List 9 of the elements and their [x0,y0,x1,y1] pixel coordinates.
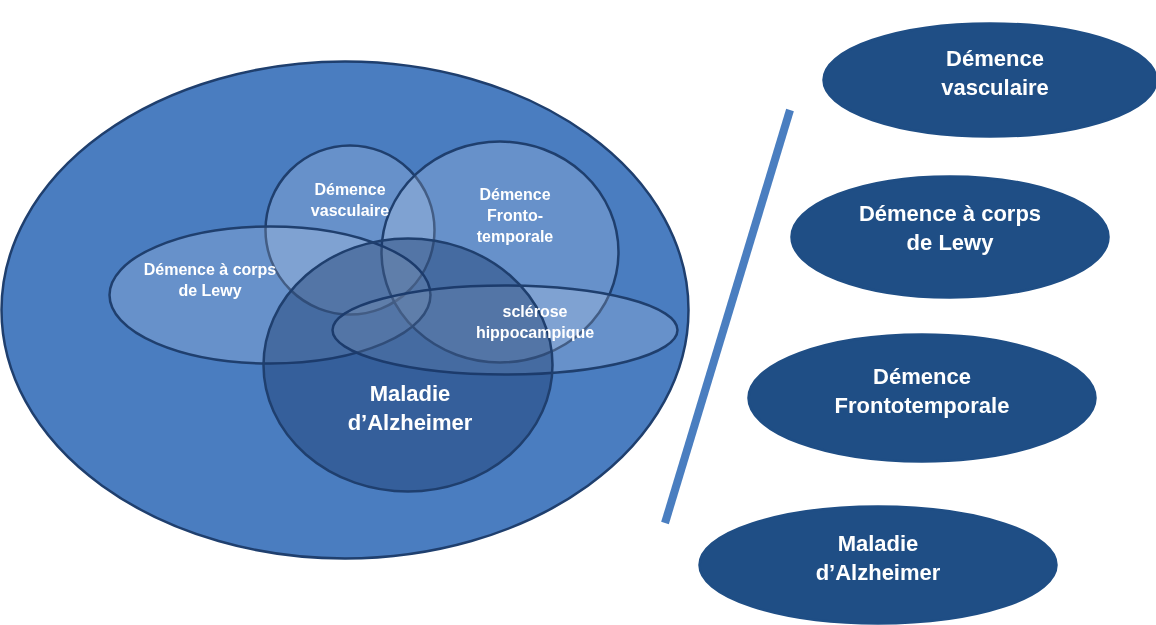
category-label: Démence vasculaire [940,45,1050,102]
category-label: Démence Frontotemporale [833,363,1011,420]
set-label: Démence Fronto-temporale [475,185,555,247]
category-label: Démence à corps de Lewy [857,200,1043,257]
set-label: Démence à corps de Lewy [142,260,278,301]
set-label: Maladie d’Alzheimer [346,380,474,437]
category-label: Maladie d’Alzheimer [814,530,942,587]
set-label: Démence vasculaire [309,180,391,221]
set-label: sclérose hippocampique [474,302,596,343]
